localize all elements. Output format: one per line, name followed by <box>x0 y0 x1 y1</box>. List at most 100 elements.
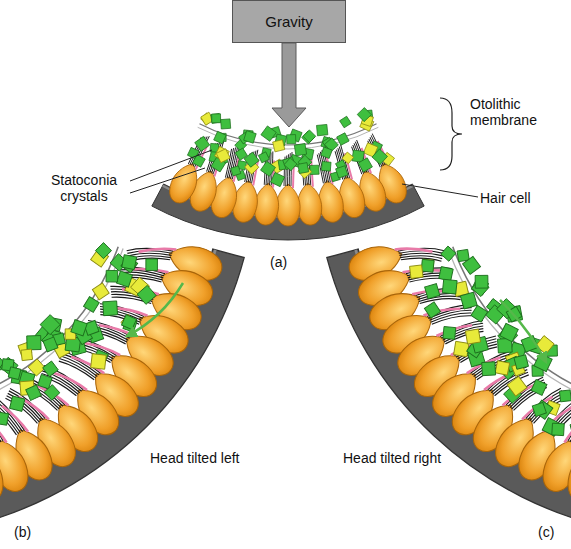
membrane-line <box>198 127 379 149</box>
statoconia-crystal <box>244 131 256 143</box>
statoconia-crystal <box>10 396 25 411</box>
leader-line <box>130 168 205 193</box>
membrane-line <box>0 224 135 453</box>
statoconia-crystal <box>216 149 230 163</box>
kinocilium <box>503 377 535 413</box>
statoconia-crystal <box>570 422 571 436</box>
statoconia-crystal <box>287 135 296 144</box>
statoconia-crystal <box>342 152 354 164</box>
statoconia-crystal <box>500 323 518 341</box>
statoconia-crystal <box>454 341 469 356</box>
statoconia-crystal <box>71 320 87 336</box>
statoconia-crystal <box>211 113 221 123</box>
statoconia-crystal <box>317 124 328 135</box>
statoconia-crystal <box>559 390 571 402</box>
statoconia-crystal <box>44 385 60 401</box>
statoconia-crystal <box>27 336 41 350</box>
kinocilium <box>403 259 440 284</box>
stereocilia <box>417 278 462 311</box>
statoconia-crystal <box>310 165 319 174</box>
statoconia-crystal <box>460 292 477 309</box>
statoconia-crystal <box>552 423 564 435</box>
cell-body <box>537 434 571 497</box>
statoconia-crystal <box>195 136 210 151</box>
part-label: Statoconia crystals <box>38 172 130 204</box>
panel-caption: Head tilted right <box>343 450 473 466</box>
statoconia-crystal <box>321 162 331 172</box>
statoconia-crystal <box>532 402 546 416</box>
macula-upright <box>152 108 424 240</box>
statoconia-crystal <box>358 158 372 172</box>
statoconia-crystal <box>270 172 284 186</box>
macula-tilted-right <box>291 160 571 549</box>
part-label: Hair cell <box>480 190 560 206</box>
statoconia-crystal <box>92 283 109 300</box>
panel-caption: Head tilted left <box>150 450 280 466</box>
statoconia-crystal <box>298 163 309 174</box>
kinocilium <box>565 410 571 447</box>
leader-line <box>130 150 212 181</box>
statoconia-crystal <box>21 349 33 361</box>
cell-body <box>562 444 571 506</box>
statoconia-crystal <box>425 284 440 299</box>
statoconia-crystal <box>146 259 158 271</box>
stereocilia <box>399 240 444 266</box>
statoconia-crystal <box>340 116 352 128</box>
statoconia-crystal <box>284 158 297 171</box>
node-text: Gravity <box>265 13 313 30</box>
statoconia-crystal <box>43 361 59 377</box>
statoconia-crystal <box>95 243 111 259</box>
gravity-arrow <box>272 43 306 127</box>
basement-layer <box>291 229 571 549</box>
statoconia-crystal <box>465 329 480 344</box>
statoconia-crystal <box>122 315 137 330</box>
statoconia-crystal <box>212 114 221 123</box>
statoconia-crystal <box>122 255 137 270</box>
membrane-line <box>0 225 140 458</box>
statoconia-crystal <box>463 256 481 274</box>
statoconia-crystal <box>439 267 453 281</box>
basement-edge <box>0 241 248 543</box>
statoconia-crystal <box>84 297 100 313</box>
leader-line <box>402 184 478 197</box>
statoconia-crystal <box>137 285 156 304</box>
statoconia-crystal <box>261 161 276 176</box>
statoconia-crystal <box>424 302 440 318</box>
statoconia-crystal <box>214 131 226 143</box>
statoconia-crystal <box>221 119 231 129</box>
statoconia-crystal <box>91 354 107 370</box>
kinocilium <box>423 297 460 327</box>
tilt-arrow <box>500 300 546 362</box>
statoconia-crystal <box>26 385 42 401</box>
basement-layer <box>0 229 280 549</box>
statoconia-crystal <box>103 301 118 316</box>
statoconia-crystal <box>116 271 132 287</box>
statoconia-crystal <box>258 152 269 163</box>
statoconia-crystal <box>475 275 488 288</box>
statoconia-crystal <box>531 379 547 395</box>
statoconia-crystal <box>273 140 285 152</box>
cell-body <box>276 184 300 226</box>
panel-letter: (a) <box>270 254 300 270</box>
statoconia-crystal <box>336 166 348 178</box>
cell-body <box>0 434 34 497</box>
hair-cell <box>0 396 34 498</box>
statoconia-crystal <box>514 355 528 369</box>
membrane-line <box>436 224 571 453</box>
statoconia-crystal <box>244 152 259 167</box>
statoconia-crystal <box>337 133 349 145</box>
statoconia-crystal <box>40 315 60 335</box>
panel-letter: (b) <box>14 524 44 540</box>
hair-cell <box>562 404 571 506</box>
statoconia-crystal <box>442 279 457 294</box>
bracket <box>440 98 462 170</box>
cell-body <box>0 444 9 506</box>
hair-cell <box>0 404 9 505</box>
stereocilia <box>570 403 571 447</box>
statoconia-crystal <box>231 166 241 176</box>
statoconia-crystal <box>106 270 118 282</box>
statoconia-crystal <box>372 149 387 164</box>
basement-edge <box>323 241 571 543</box>
statoconia-crystal <box>536 336 554 354</box>
